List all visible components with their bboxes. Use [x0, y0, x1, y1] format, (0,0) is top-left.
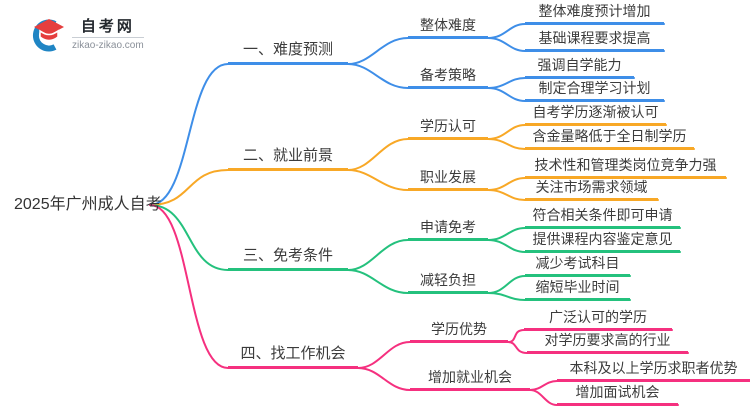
branch-1-connectors [149, 23, 665, 206]
leaf-node: 增加面试机会 [557, 384, 678, 405]
leaf-node: 广泛认可的学历 [524, 309, 672, 330]
leaf-node: 制定合理学习计划 [525, 80, 664, 101]
branch-3-node: 三、免考条件 [228, 247, 348, 270]
branch-3-sub-1: 申请免考 [408, 219, 488, 240]
branch-4-node: 四、找工作机会 [228, 345, 358, 368]
branch-4-sub-1: 学历优势 [410, 321, 508, 342]
branch-1-node: 一、难度预测 [228, 41, 348, 64]
leaf-node: 技术性和管理类岗位竞争力强 [525, 157, 726, 178]
graduation-cap-icon [28, 17, 66, 53]
leaf-node: 减少考试科目 [525, 255, 630, 276]
branch-2-node: 二、就业前景 [228, 147, 348, 170]
branch-4-connectors [149, 204, 750, 406]
branch-4-sub-2: 增加就业机会 [410, 369, 530, 390]
leaf-node: 强调自学能力 [525, 57, 634, 78]
leaf-node: 符合相关条件即可申请 [525, 207, 680, 228]
leaf-node: 整体难度预计增加 [525, 3, 664, 24]
leaf-node: 关注市场需求领域 [525, 179, 658, 200]
logo-title: 自考网 [72, 18, 144, 38]
logo-domain: zikao-zikao.com [72, 40, 144, 51]
root-node: 2025年广州成人自考 [14, 196, 162, 213]
leaf-node: 对学历要求高的行业 [527, 332, 688, 353]
branch-3-sub-2: 减轻负担 [408, 272, 488, 293]
leaf-node: 本科及以上学历求职者优势 [557, 360, 750, 381]
leaf-node: 基础课程要求提高 [525, 30, 664, 51]
branch-2-sub-2: 职业发展 [408, 169, 488, 190]
logo-text: 自考网 zikao-zikao.com [72, 18, 144, 52]
branch-1-sub-1: 整体难度 [408, 17, 488, 38]
leaf-node: 含金量略低于全日制学历 [525, 128, 694, 149]
leaf-node: 提供课程内容鉴定意见 [525, 231, 680, 252]
branch-1-sub-2: 备考策略 [408, 67, 488, 88]
leaf-node: 自考学历逐渐被认可 [525, 104, 666, 125]
site-logo: 自考网 zikao-zikao.com [28, 17, 144, 53]
branch-2-connectors [149, 124, 727, 206]
branch-3-connectors [149, 204, 681, 301]
leaf-node: 缩短毕业时间 [525, 279, 630, 300]
branch-2-sub-1: 学历认可 [408, 118, 488, 139]
